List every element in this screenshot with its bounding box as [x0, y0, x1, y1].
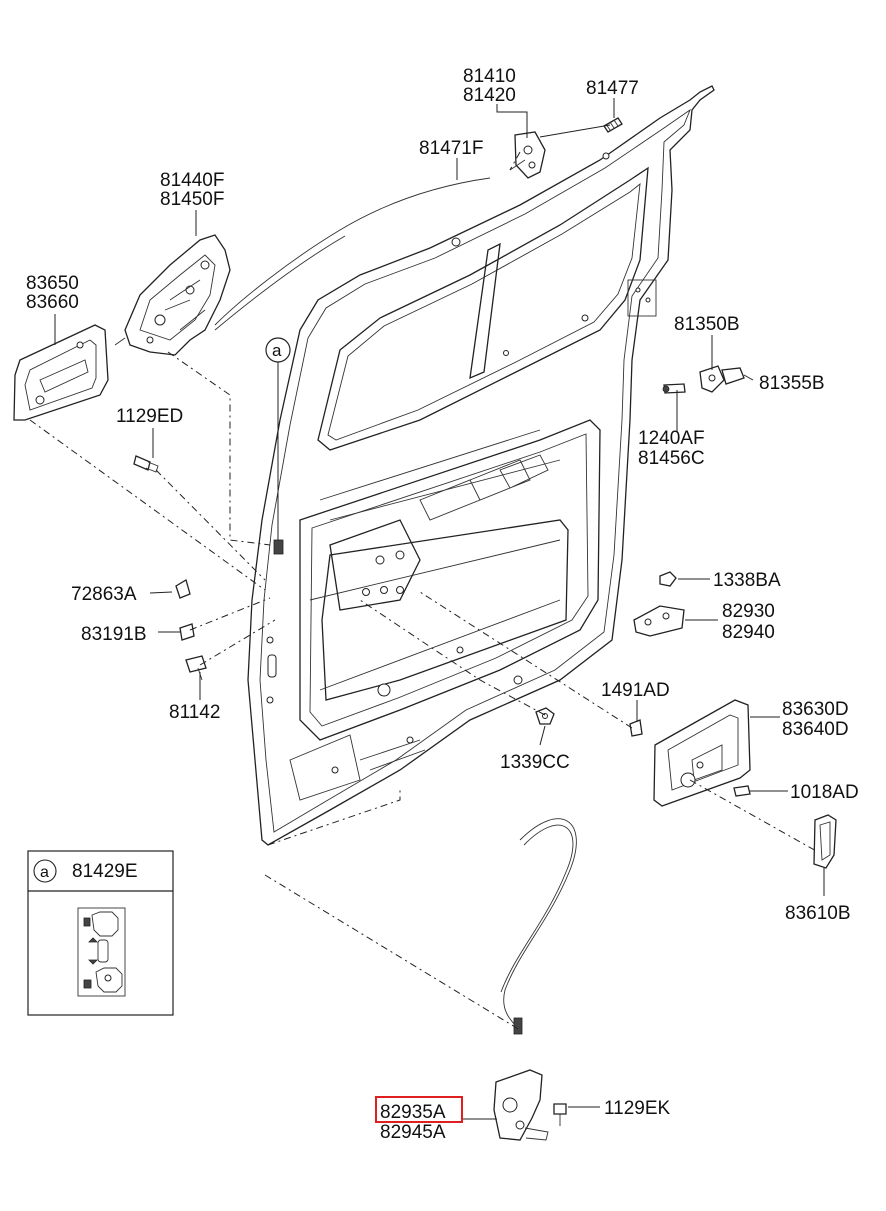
bolt-1129EK — [553, 1103, 567, 1126]
highlight-box — [375, 1096, 463, 1123]
label-83650: 83650 — [26, 273, 79, 294]
clip-72863A — [175, 579, 191, 599]
bolt-81477 — [603, 117, 623, 133]
label-82945A: 82945A — [380, 1122, 446, 1143]
label-1129ED: 1129ED — [116, 406, 183, 427]
label-81355B: 81355B — [759, 373, 825, 394]
detail-box-part-number: 81429E — [72, 861, 138, 882]
nut-1338BA — [659, 571, 677, 587]
label-1339CC: 1339CC — [500, 752, 570, 773]
hinge-81350B — [699, 365, 745, 393]
screw-1018AD — [733, 785, 751, 797]
nut-1339CC — [535, 707, 555, 725]
child-lock-label-icon — [77, 907, 126, 997]
cap-83610B — [813, 814, 837, 869]
release-cables — [214, 159, 577, 1035]
handle-trim-83630D — [653, 699, 751, 807]
label-81420: 81420 — [463, 85, 516, 106]
label-83630D: 83630D — [782, 699, 849, 720]
label-81410: 81410 — [463, 66, 516, 87]
label-83640D: 83640D — [782, 719, 849, 740]
label-82940: 82940 — [722, 622, 775, 643]
lower-latch-82935A — [493, 1069, 549, 1141]
inside-handle-bracket — [13, 324, 109, 421]
callout-a-letter: a — [272, 341, 282, 360]
clip-83191B — [179, 623, 195, 641]
label-81456C: 81456C — [638, 448, 705, 469]
alignment-lines — [29, 151, 819, 1031]
detail-box-marker: a — [40, 864, 49, 881]
screw-1129ED — [133, 455, 159, 473]
door-panel — [247, 85, 715, 846]
callout-a-target — [273, 539, 284, 555]
label-82930: 82930 — [722, 601, 775, 622]
label-82935A: 82935A — [380, 1102, 446, 1123]
lock-assembly — [114, 234, 231, 356]
rear-latch-part — [514, 131, 546, 179]
label-83610B: 83610B — [785, 903, 851, 924]
label-1018AD: 1018AD — [790, 782, 859, 803]
screw-1240AF — [662, 383, 686, 394]
screw-81142 — [185, 655, 207, 681]
bracket-82930 — [633, 605, 685, 637]
label-83191B: 83191B — [81, 624, 147, 645]
label-81350B: 81350B — [674, 314, 740, 335]
leader-lines — [54, 98, 825, 1120]
label-81471F: 81471F — [419, 138, 483, 159]
label-72863A: 72863A — [71, 584, 137, 605]
detail-box: a 81429E — [27, 850, 174, 1016]
label-1491AD: 1491AD — [601, 680, 670, 701]
callout-a: a — [265, 337, 291, 363]
label-81477: 81477 — [586, 78, 639, 99]
label-1338BA: 1338BA — [713, 570, 781, 591]
label-81450F: 81450F — [160, 189, 224, 210]
label-1129EK: 1129EK — [604, 1098, 671, 1119]
label-83660: 83660 — [26, 292, 79, 313]
label-1240AF: 1240AF — [638, 428, 705, 449]
label-81142: 81142 — [169, 702, 220, 723]
part-labels: 81410 81420 81477 81471F 81440F 81450F 8… — [26, 66, 859, 1143]
label-81440F: 81440F — [160, 170, 224, 191]
